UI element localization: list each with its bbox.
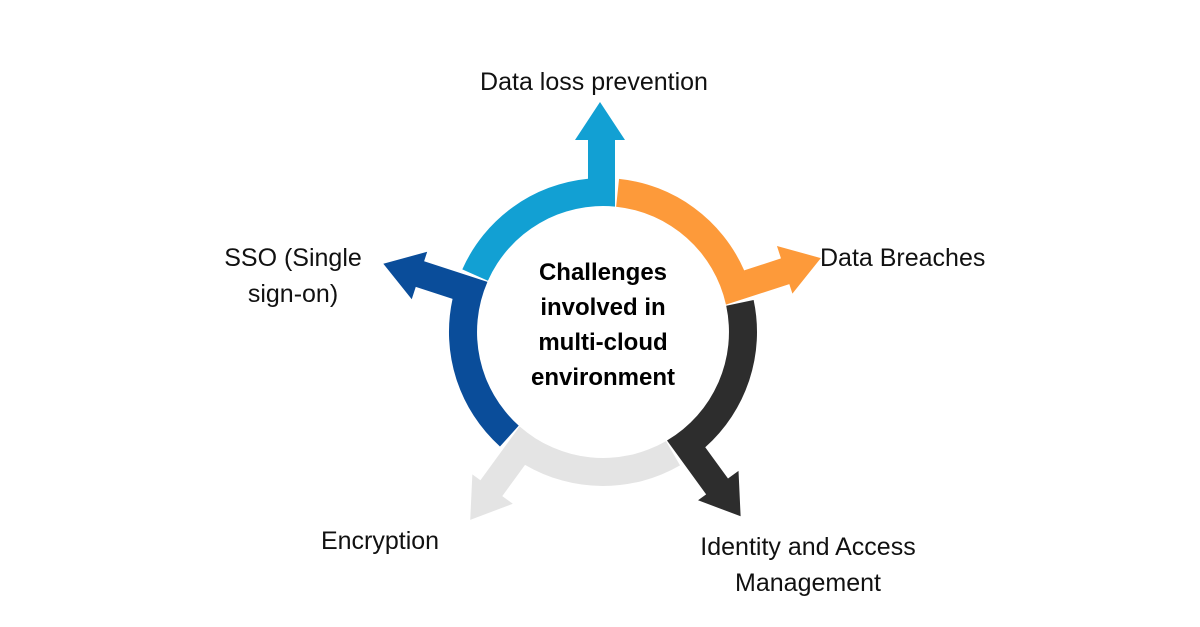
center-title: Challenges involved in multi-cloud envir…: [503, 255, 703, 395]
label-line: sign-on): [247, 280, 339, 308]
arrow-data-breaches: [616, 178, 821, 305]
arrow-sso: [383, 251, 519, 447]
arrow-data-loss-prevention: [462, 102, 625, 281]
label-data-loss-prevention: Data loss prevention: [444, 64, 744, 100]
arrow-encryption: [470, 426, 681, 520]
label-line: Management: [735, 569, 881, 597]
center-line: multi-cloud: [538, 329, 668, 356]
label-line: Data Breaches: [820, 244, 986, 272]
center-line: environment: [530, 364, 676, 391]
center-line: involved in: [540, 294, 666, 321]
label-line: SSO (Single: [224, 244, 362, 272]
arrow-identity-access: [667, 299, 757, 517]
label-line: Data loss prevention: [480, 68, 708, 96]
label-sso: SSO (Single sign-on): [193, 240, 393, 312]
label-line: Identity and Access: [700, 533, 916, 561]
label-line: Encryption: [320, 527, 440, 555]
label-data-breaches: Data Breaches: [820, 240, 985, 276]
label-encryption: Encryption: [280, 523, 480, 559]
center-line: Challenges: [538, 259, 668, 286]
label-identity-access-management: Identity and Access Management: [658, 529, 958, 601]
